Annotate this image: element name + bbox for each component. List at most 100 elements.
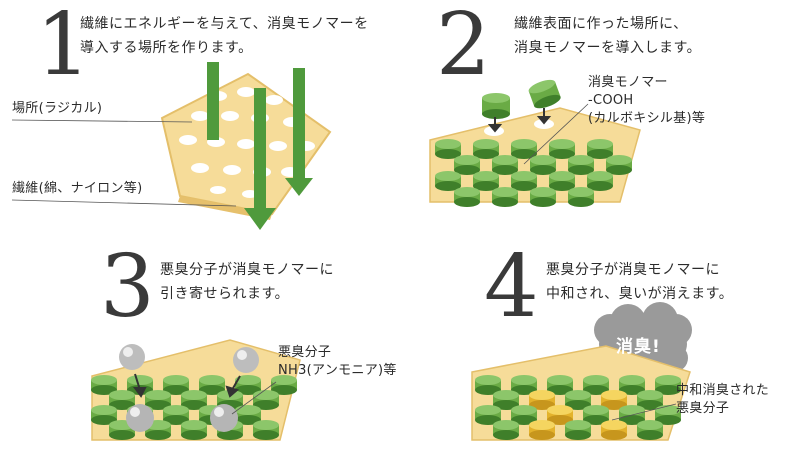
hole [265,95,283,105]
step-3-text-line1: 悪臭分子が消臭モノマーに [160,262,334,278]
label-nh3: NH3(アンモニア)等 [278,363,397,378]
monomer-cap [568,187,594,207]
monomer-cap [435,171,461,191]
odor-molecule [119,344,145,370]
step-2-text-line1: 繊維表面に作った場所に、 [514,16,688,32]
monomer-cap [637,390,663,410]
hole [191,111,209,121]
label-site-radical: 場所(ラジカル) [12,101,103,116]
monomer-cap [109,390,135,410]
monomer-cap [530,155,556,175]
monomer-cap [637,420,663,440]
label-monomer: 消臭モノマー [588,75,668,90]
monomer-cap [493,420,519,440]
odor-molecule [126,404,154,432]
leader-line [611,403,677,421]
leader-line [231,381,277,415]
monomer-cap [163,375,189,395]
monomer-cap [587,171,613,191]
monomer-cap [253,390,279,410]
monomer-cap [530,187,556,207]
hole [191,163,209,173]
monomer-cap [163,405,189,425]
label-carboxyl: (カルボキシル基)等 [588,111,706,126]
monomer-cap [493,390,519,410]
energy-arrow [244,88,276,230]
monomer-cap [145,390,171,410]
monomer-cap [587,139,613,159]
hole [269,141,287,151]
step-1-text-line1: 繊維にエネルギーを与えて、消臭モノマーを [80,16,369,32]
step-4-text-line2: 中和され、臭いが消えます。 [546,286,734,302]
monomer-cap [475,375,501,395]
monomer-cap [565,390,591,410]
monomer-cap [454,187,480,207]
attract-arrow [231,375,241,391]
hole [237,87,255,97]
hole [179,135,197,145]
monomer-cap [583,405,609,425]
monomer-cap [547,405,573,425]
lifted-monomer [528,79,561,109]
step-4-text-line1: 悪臭分子が消臭モノマーに [546,262,720,278]
monomer-cap [565,420,591,440]
bubble-text: 消臭! [616,337,661,357]
monomer-cap [619,375,645,395]
step-3-number: 3 [100,237,155,337]
monomer-cap [547,375,573,395]
monomer-cap [435,139,461,159]
step-1-number: 1 [36,0,91,95]
monomer-cap [529,420,555,440]
monomer-cap [91,375,117,395]
step-1-text-line2: 導入する場所を作ります。 [80,40,253,56]
monomer-cap [655,375,681,395]
odor-molecule [210,404,238,432]
monomer-cap [181,420,207,440]
monomer-cap [511,139,537,159]
monomer-cap [91,405,117,425]
monomer-cap [529,390,555,410]
step-3-text-line2: 引き寄せられます。 [160,286,290,302]
monomer-cap [454,155,480,175]
lifted-monomer [482,93,510,119]
hole [210,186,226,194]
monomer-cap [511,405,537,425]
monomer-cap [235,375,261,395]
monomer-cap [199,375,225,395]
energy-arrow [285,68,313,196]
step-4-number: 4 [484,237,539,337]
step-2-text-line2: 消臭モノマーを導入します。 [514,40,702,56]
label-neutralized-molecule: 悪臭分子 [676,401,730,416]
monomer-grid [435,139,632,207]
monomer-cap [181,390,207,410]
hole [237,139,255,149]
monomer-grid [475,375,681,440]
odor-molecule [233,347,259,373]
monomer-cap [511,171,537,191]
monomer-cap [511,375,537,395]
label-fiber: 繊維(綿、ナイロン等) [12,181,143,196]
monomer-cap [549,139,575,159]
monomer-cap [271,375,297,395]
monomer-cap [473,139,499,159]
energy-arrow [207,62,219,140]
step-2-number: 2 [436,0,491,95]
leader-line [523,103,589,165]
hole [221,111,239,121]
monomer-cap [583,375,609,395]
monomer-cap [606,155,632,175]
monomer-cap [549,171,575,191]
monomer-cap [473,171,499,191]
monomer-cap [253,420,279,440]
leader-line [11,119,193,123]
hole [223,165,241,175]
monomer-cap [601,420,627,440]
label-neutralized: 中和消臭された [676,383,770,398]
leader-line [11,199,237,207]
monomer-cap [568,155,594,175]
monomer-cap [475,405,501,425]
